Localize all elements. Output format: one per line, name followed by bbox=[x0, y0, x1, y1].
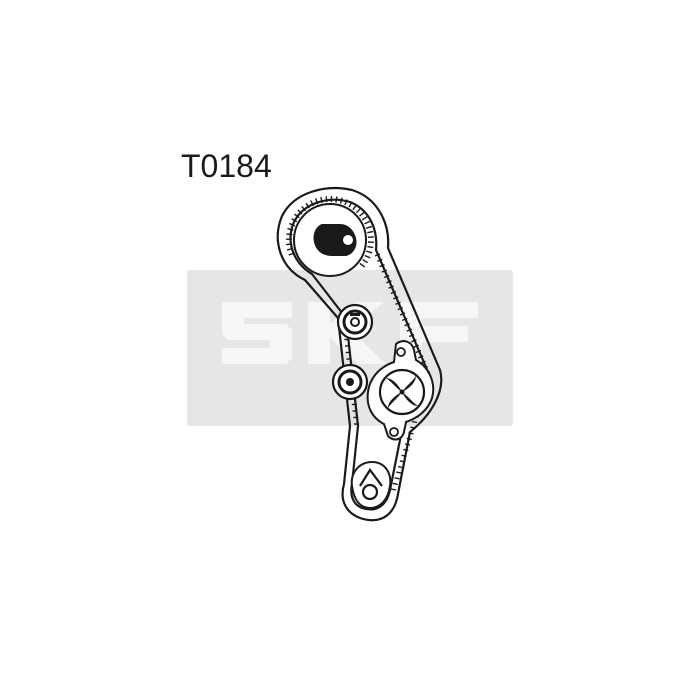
belt-tooth bbox=[301, 205, 307, 212]
belt-tooth bbox=[379, 264, 385, 268]
belt-tooth bbox=[286, 233, 293, 236]
tensioner-pulley bbox=[336, 303, 374, 341]
belt-outer-edge bbox=[276, 186, 443, 522]
tensioner-pulley-eccentric-mark bbox=[350, 313, 360, 316]
belt-tooth bbox=[310, 200, 314, 207]
belt-tooth bbox=[344, 199, 348, 206]
water-pump-bottom-bolt bbox=[389, 427, 399, 437]
belt-tooth bbox=[392, 296, 399, 300]
belt-tooth bbox=[392, 482, 398, 486]
tensioner-pulley-bolt bbox=[350, 317, 360, 327]
belt-tooth bbox=[395, 301, 401, 305]
belt-tooth bbox=[325, 196, 328, 203]
belt-tooth bbox=[288, 252, 295, 256]
water-pump-impeller-blades bbox=[386, 376, 418, 408]
belt-tooth bbox=[399, 460, 405, 463]
belt-tooth bbox=[417, 355, 424, 359]
camshaft-sprocket bbox=[293, 203, 367, 277]
crankshaft-sprocket bbox=[350, 460, 392, 510]
watermark-letter-s bbox=[222, 302, 292, 364]
belt-tooth bbox=[374, 253, 381, 257]
belt-tooth bbox=[352, 204, 358, 211]
belt-tooth bbox=[408, 432, 414, 435]
belt-tooth bbox=[406, 437, 412, 441]
belt-tooth bbox=[364, 220, 371, 225]
belt-tooth bbox=[315, 198, 319, 205]
belt-tooth bbox=[386, 280, 392, 284]
belt-tooth bbox=[399, 312, 406, 316]
belt-tooth bbox=[364, 254, 371, 259]
belt-tooth bbox=[415, 349, 422, 354]
water-pump-center bbox=[399, 389, 405, 395]
belt-tooth bbox=[396, 471, 402, 474]
belt-tooth bbox=[359, 262, 366, 268]
belt-tooth bbox=[286, 247, 294, 251]
watermark-letters bbox=[222, 302, 478, 364]
belt-tooth bbox=[366, 250, 373, 254]
belt-tooth bbox=[359, 211, 365, 217]
belt-tooth bbox=[377, 258, 383, 263]
belt-tooth bbox=[355, 207, 362, 214]
belt-tooth bbox=[365, 225, 373, 229]
belt-tooth bbox=[383, 274, 390, 279]
belt-tooth bbox=[408, 333, 415, 338]
belt-tooth bbox=[394, 477, 400, 480]
belt-tooth bbox=[335, 196, 338, 203]
belt-tooth bbox=[305, 202, 310, 209]
belt-tooth bbox=[320, 196, 323, 203]
belt-tooth bbox=[411, 339, 417, 343]
water-pump bbox=[366, 340, 435, 441]
watermark-letter-f bbox=[400, 302, 478, 364]
belt-tooth bbox=[362, 259, 369, 264]
belt-tooth bbox=[390, 290, 397, 295]
belt-tooth bbox=[348, 201, 353, 208]
belt-tooth bbox=[406, 328, 413, 332]
belt-tooth bbox=[367, 245, 374, 249]
belt-tooth bbox=[404, 443, 411, 446]
idler-pulley-bolt bbox=[346, 378, 354, 386]
belt-tooth bbox=[291, 218, 298, 223]
belt-tooth bbox=[397, 465, 404, 469]
idler-pulley bbox=[331, 363, 369, 401]
belt-tooth bbox=[339, 197, 343, 204]
camshaft-hub-notch bbox=[341, 233, 355, 247]
belt-tooth bbox=[297, 209, 303, 215]
belt-tooth bbox=[411, 420, 418, 424]
belt-tooth bbox=[403, 448, 409, 452]
part-number-label: T0184 bbox=[181, 148, 272, 184]
belt-tooth bbox=[287, 227, 294, 231]
belt-tooth bbox=[402, 317, 408, 322]
belt-tooth bbox=[286, 243, 293, 246]
camshaft-hub-center bbox=[317, 231, 335, 249]
water-pump-top-bolt bbox=[396, 347, 406, 357]
belt-tooth bbox=[410, 426, 416, 429]
belt-tooth bbox=[401, 454, 407, 457]
belt-tooth bbox=[397, 306, 403, 311]
crankshaft-sprocket-hub bbox=[361, 483, 379, 501]
belt-tooth bbox=[404, 323, 410, 327]
belt-tooth bbox=[293, 213, 300, 219]
crankshaft-sprocket-key bbox=[359, 468, 383, 487]
belt-tooth bbox=[413, 344, 419, 348]
belt-tooth bbox=[390, 488, 397, 491]
belt-tooth bbox=[361, 216, 368, 221]
belt-tooth bbox=[288, 222, 296, 227]
belt-tooth bbox=[381, 269, 388, 273]
belt-tooth bbox=[367, 230, 374, 234]
belt-tooth bbox=[388, 285, 394, 289]
